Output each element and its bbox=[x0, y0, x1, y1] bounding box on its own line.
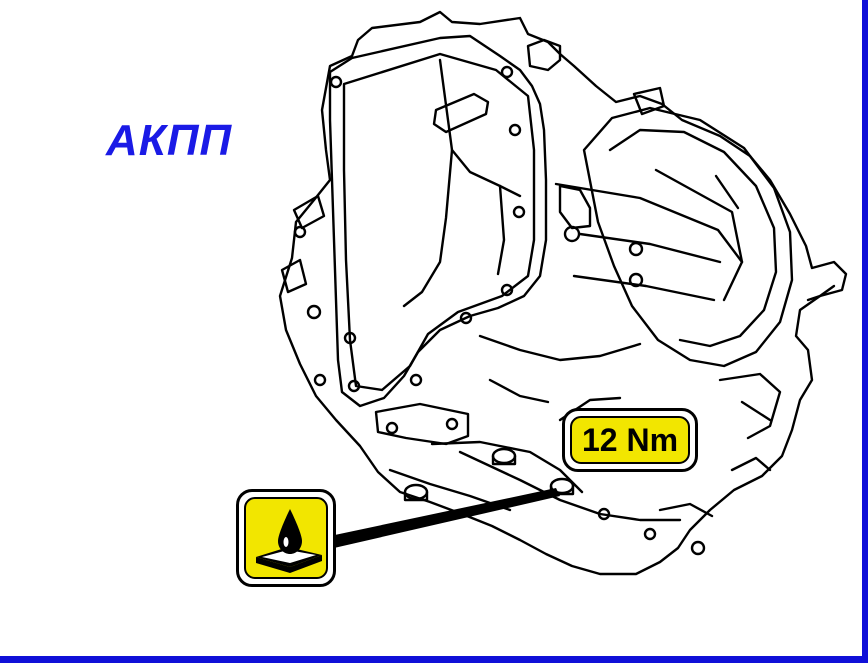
fluid-badge bbox=[236, 489, 336, 587]
oil-drop-icon bbox=[256, 509, 322, 573]
valve-cover bbox=[328, 34, 548, 408]
housing-outline bbox=[278, 10, 848, 576]
torque-spec-inner: 12 Nm bbox=[570, 416, 690, 464]
frame-right-edge bbox=[862, 0, 868, 663]
transmission-title: АКПП bbox=[106, 116, 233, 165]
frame-bottom-edge bbox=[0, 656, 868, 663]
torque-value: 12 Nm bbox=[581, 421, 679, 458]
fluid-badge-inner bbox=[244, 497, 328, 579]
torque-spec-badge: 12 Nm bbox=[562, 408, 698, 472]
bell-housing bbox=[582, 106, 794, 368]
